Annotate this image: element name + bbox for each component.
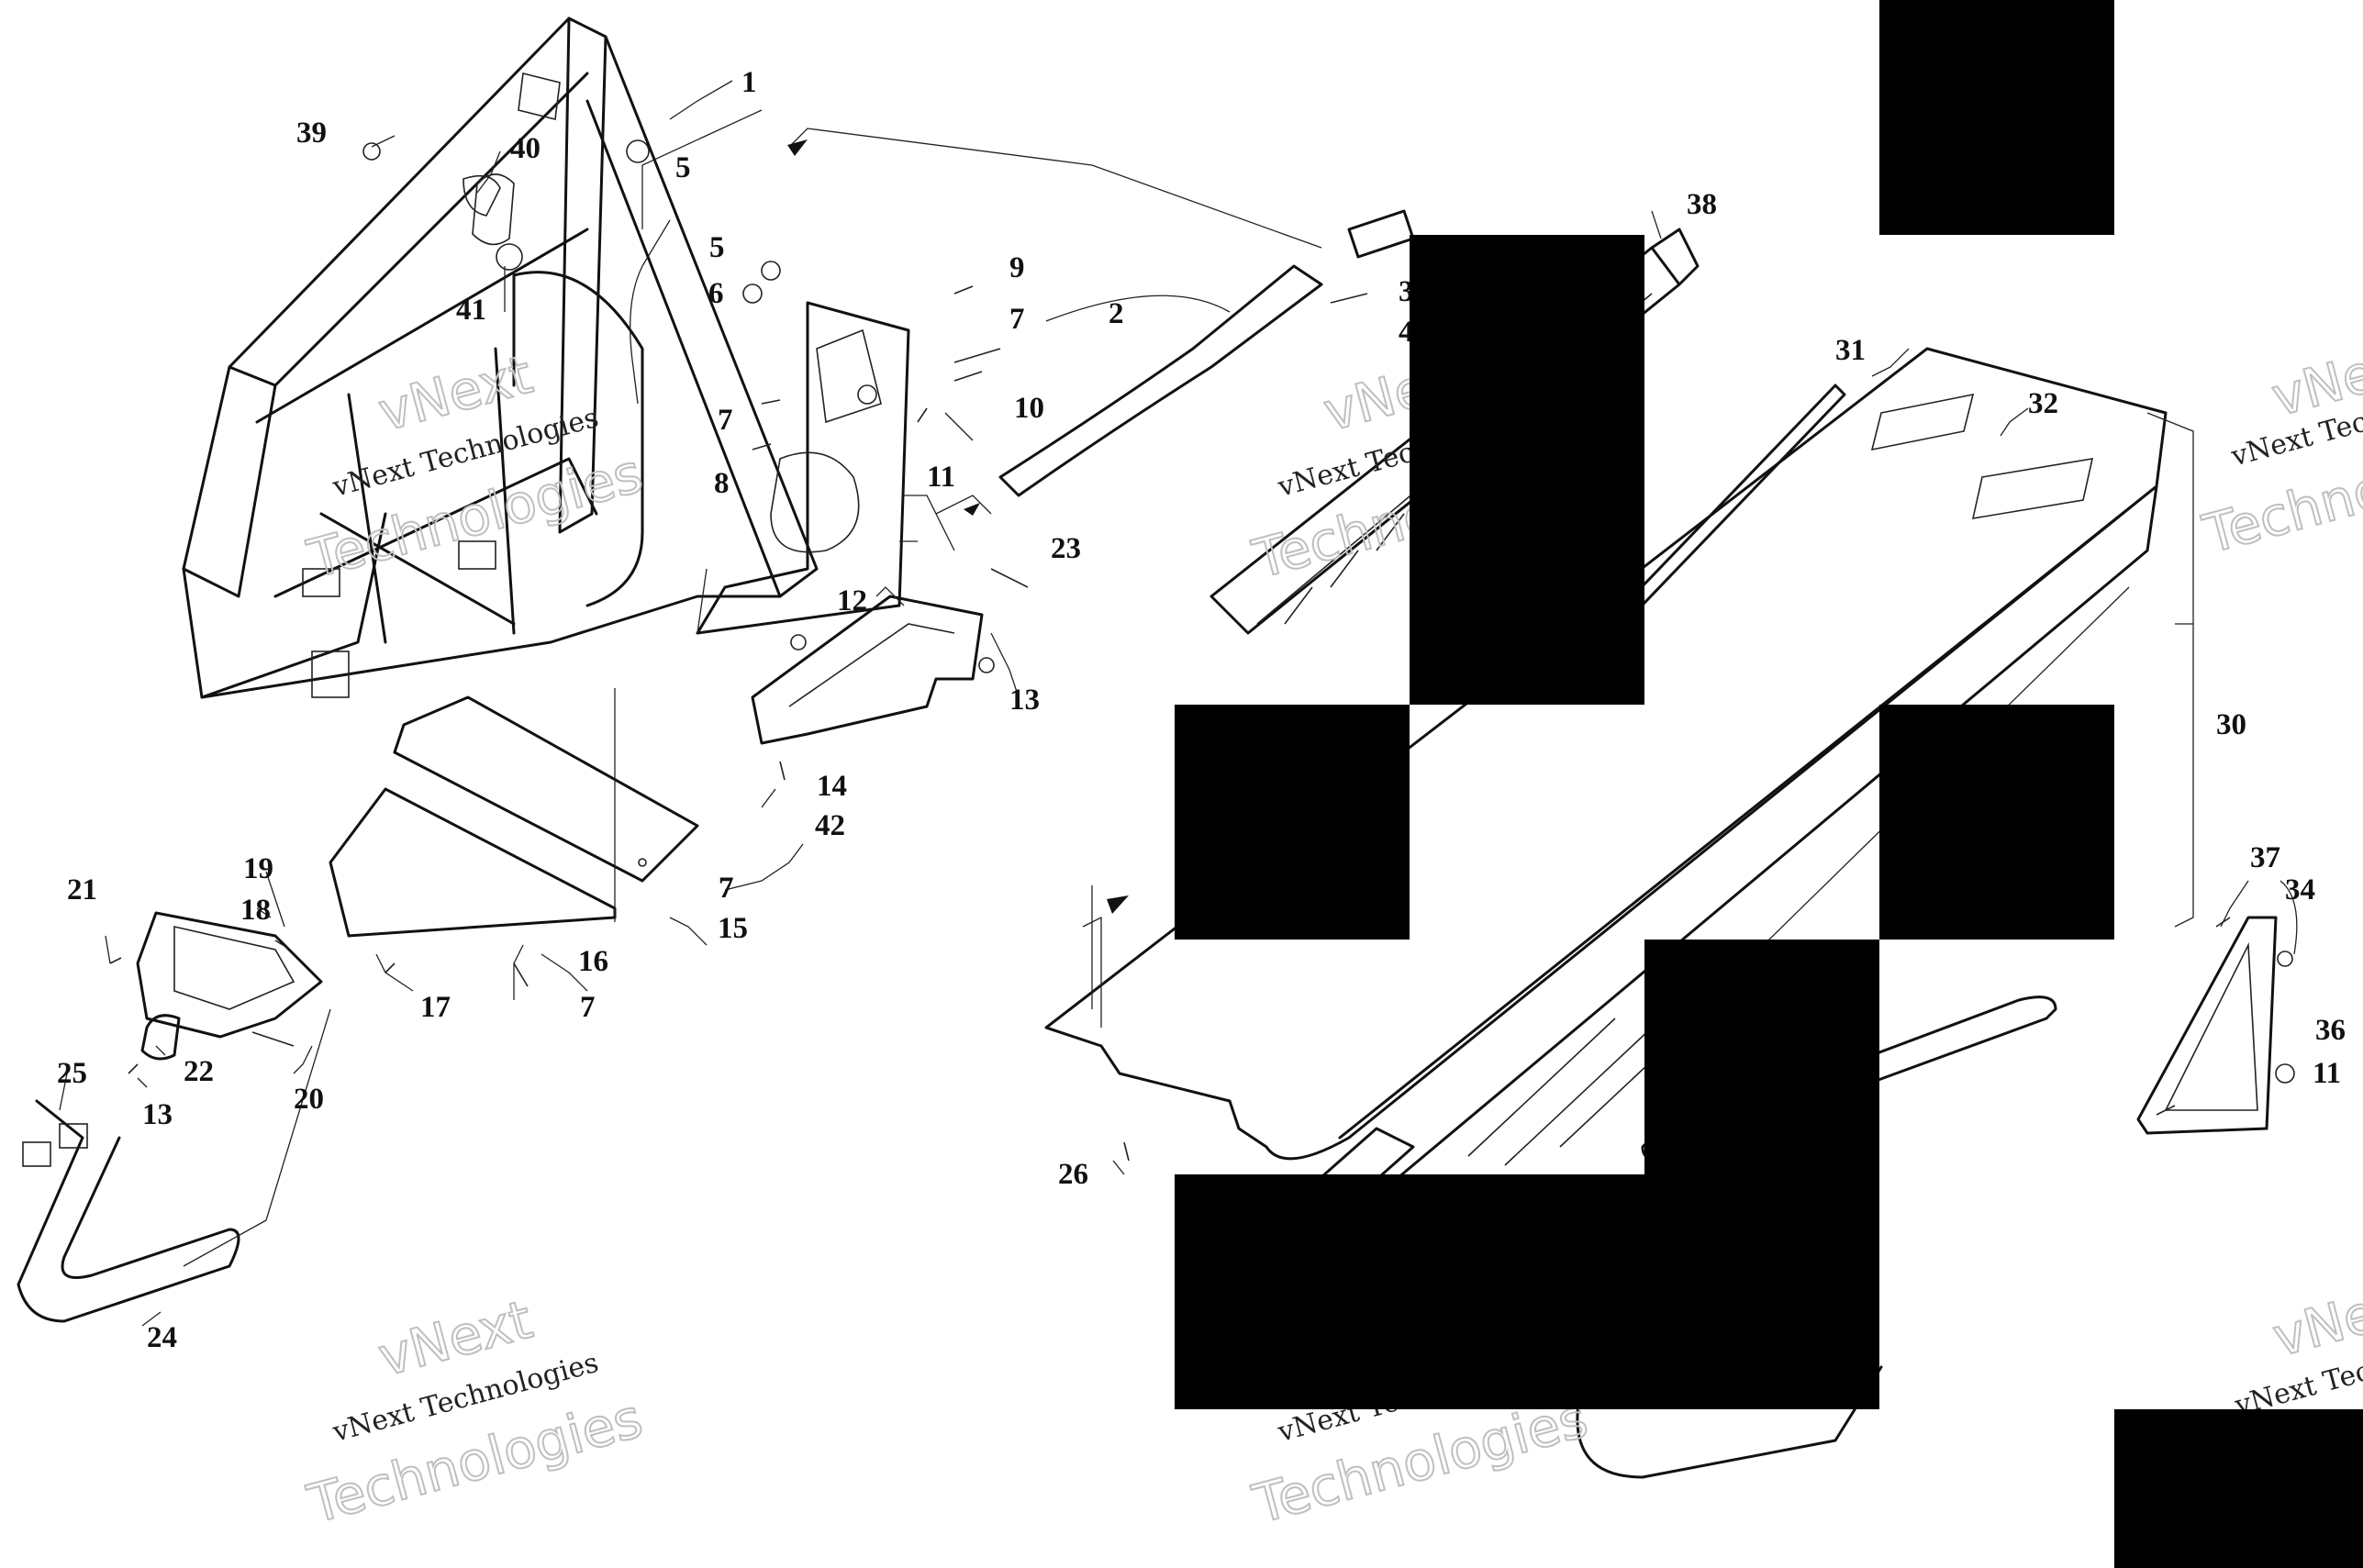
callout-11a: 11 (927, 461, 955, 494)
callout-19: 19 (243, 852, 273, 885)
redaction-block (1644, 940, 1879, 1174)
callout-7b: 7 (718, 404, 733, 437)
leader-lines (59, 80, 2298, 1327)
callout-7d: 7 (580, 991, 596, 1024)
chassis-frame (182, 17, 819, 699)
steering-hub-18 (136, 911, 323, 1061)
arrow-icon (787, 139, 808, 156)
callout-21: 21 (67, 873, 97, 906)
callout-16: 16 (578, 945, 608, 978)
callout-22: 22 (184, 1055, 214, 1088)
callout-39: 39 (296, 117, 327, 150)
rail-31 (1613, 384, 1846, 626)
redaction-blocks (1175, 0, 2363, 1568)
callout-13a: 13 (1009, 684, 1040, 717)
callout-17: 17 (420, 991, 451, 1024)
callout-37: 37 (2250, 841, 2280, 874)
svg-text:vNext: vNext (2267, 1268, 2363, 1369)
arrow-icon (964, 503, 980, 516)
redaction-block (1410, 235, 1644, 705)
callout-10: 10 (1014, 392, 1044, 425)
callouts: 1 2 3 4 5 5 6 7 7 7 7 7 8 9 10 11 11 12 … (57, 66, 2346, 1354)
callout-5b: 5 (709, 231, 725, 264)
watermark-edge-bottom: vNext vNext Technologies (2231, 1267, 2363, 1422)
callout-9: 9 (1009, 251, 1025, 284)
bumper-24 (17, 1099, 240, 1323)
callout-18: 18 (240, 894, 271, 927)
callout-34: 34 (2285, 873, 2315, 906)
redaction-block (1175, 1174, 1879, 1409)
callout-30: 30 (2216, 708, 2246, 741)
callout-42: 42 (815, 809, 845, 842)
callout-25: 25 (57, 1057, 87, 1090)
callout-5a: 5 (675, 151, 691, 184)
callout-12: 12 (837, 584, 867, 617)
callout-38: 38 (1687, 188, 1717, 221)
callout-20: 20 (294, 1083, 324, 1116)
callout-2: 2 (1109, 297, 1124, 330)
callout-7e: 7 (719, 872, 734, 905)
callout-31: 31 (1835, 334, 1866, 367)
bracket-36 (2136, 916, 2278, 1135)
callout-32: 32 (2028, 387, 2058, 420)
redaction-block (1879, 0, 2114, 235)
callout-24: 24 (147, 1321, 177, 1354)
callout-40: 40 (510, 132, 541, 165)
callout-7c: 7 (719, 872, 734, 905)
callout-36: 36 (2315, 1014, 2346, 1047)
callout-11b: 11 (2313, 1057, 2341, 1090)
watermark-top-left: vNext vNext Technologies Technologies (300, 342, 649, 592)
plate-16 (329, 787, 617, 938)
callout-23: 23 (1051, 532, 1081, 565)
callout-6: 6 (708, 277, 724, 310)
plate-15 (393, 695, 699, 883)
rear-bumper (1641, 995, 2057, 1161)
redaction-block (1879, 705, 2114, 940)
arrow-icon (1107, 895, 1129, 914)
watermark-edge-top: vNext vNext Technologies Technologies (2196, 328, 2363, 567)
callout-26: 26 (1058, 1158, 1088, 1191)
watermark-mid-left: vNext vNext Technologies Technologies (300, 1287, 649, 1537)
redaction-block (1175, 705, 1410, 940)
bracket-14 (751, 595, 995, 745)
callout-13b: 13 (142, 1098, 173, 1131)
callout-15: 15 (718, 912, 748, 945)
redaction-block (2114, 1409, 2363, 1568)
callout-7a: 7 (1009, 303, 1025, 336)
fasteners (109, 139, 2295, 1162)
callout-41: 41 (456, 294, 486, 327)
callout-8: 8 (714, 467, 730, 500)
callout-1: 1 (741, 66, 757, 99)
callout-14: 14 (817, 770, 847, 803)
